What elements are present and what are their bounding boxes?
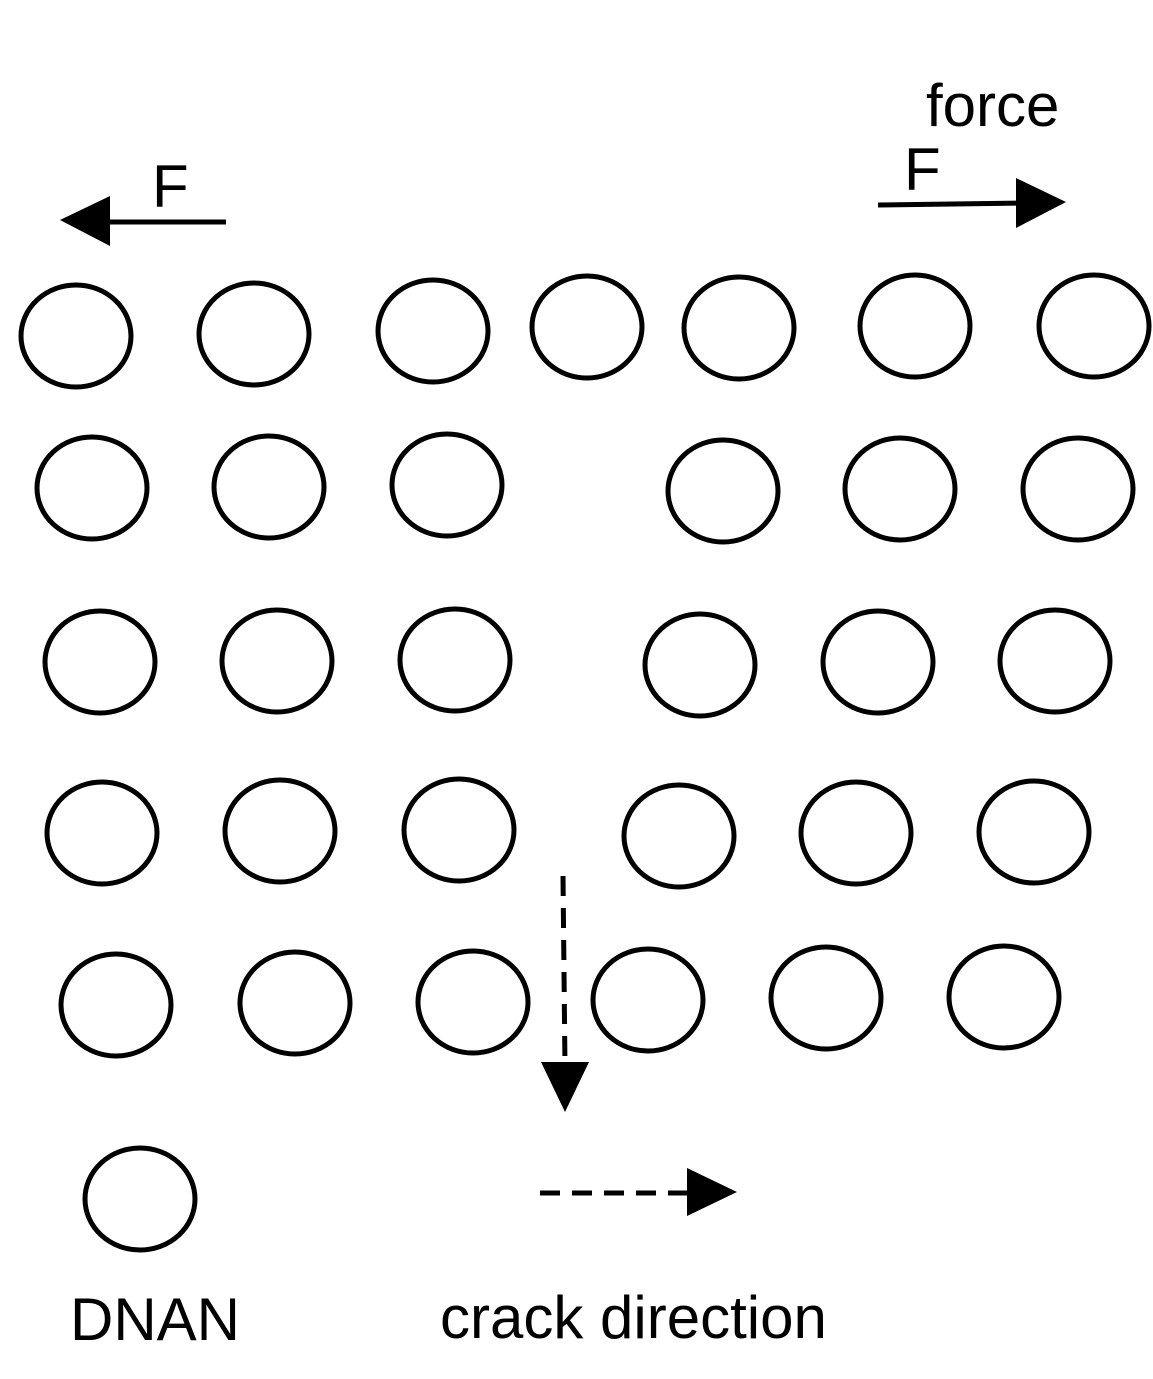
dnan-molecule	[237, 949, 353, 1057]
dnan-molecule	[211, 433, 327, 541]
legend-molecule-icon	[82, 1145, 198, 1253]
dnan-molecule	[642, 611, 758, 719]
dnan-molecule	[857, 272, 973, 380]
dnan-molecule	[621, 782, 737, 890]
dnan-molecule	[219, 607, 335, 715]
force-arrow-right	[877, 178, 1066, 228]
force-label-right: F	[904, 136, 941, 203]
dnan-molecule	[529, 273, 645, 381]
force-arrow-right-head	[1016, 178, 1066, 228]
dnan-molecule	[997, 607, 1113, 715]
dnan-molecule	[768, 944, 884, 1052]
dnan-molecule	[415, 948, 531, 1056]
dnan-molecule	[18, 282, 134, 390]
dnan-molecule	[590, 946, 706, 1054]
crack-arrow-vertical-shaft	[560, 875, 568, 1069]
force-arrow-right-shaft	[877, 200, 1026, 208]
dnan-molecule	[1036, 272, 1152, 380]
crack-arrow-vertical-head	[541, 1062, 589, 1112]
dnan-molecule	[34, 434, 150, 542]
dnan-molecule	[222, 777, 338, 885]
force-label-left: F	[152, 153, 189, 220]
molecule-lattice	[18, 272, 1152, 1059]
dnan-molecule	[42, 608, 158, 716]
crack-arrow-vertical	[541, 875, 589, 1112]
force-word-label: force	[926, 72, 1059, 139]
dnan-molecule	[44, 779, 160, 887]
dnan-molecule	[196, 280, 312, 388]
dnan-molecule	[375, 277, 491, 385]
legend-molecule-label: DNAN	[70, 1286, 240, 1353]
dnan-molecule	[401, 776, 517, 884]
dnan-molecule	[665, 437, 781, 545]
force-arrow-left	[60, 196, 226, 246]
dnan-molecule	[58, 951, 174, 1059]
dnan-molecule	[681, 274, 797, 382]
legend-crack-label: crack direction	[440, 1284, 827, 1351]
dnan-molecule	[842, 435, 958, 543]
dnan-molecule	[820, 608, 936, 716]
dnan-molecule	[1020, 435, 1136, 543]
legend-crack-arrow-head	[687, 1168, 737, 1216]
dnan-molecule	[389, 431, 505, 539]
dnan-molecule	[798, 779, 914, 887]
dnan-molecule	[397, 606, 513, 714]
dnan-molecule	[946, 943, 1062, 1051]
legend-crack-arrow-icon	[540, 1168, 737, 1216]
dnan-molecule	[976, 778, 1092, 886]
force-arrow-left-head	[60, 196, 110, 246]
